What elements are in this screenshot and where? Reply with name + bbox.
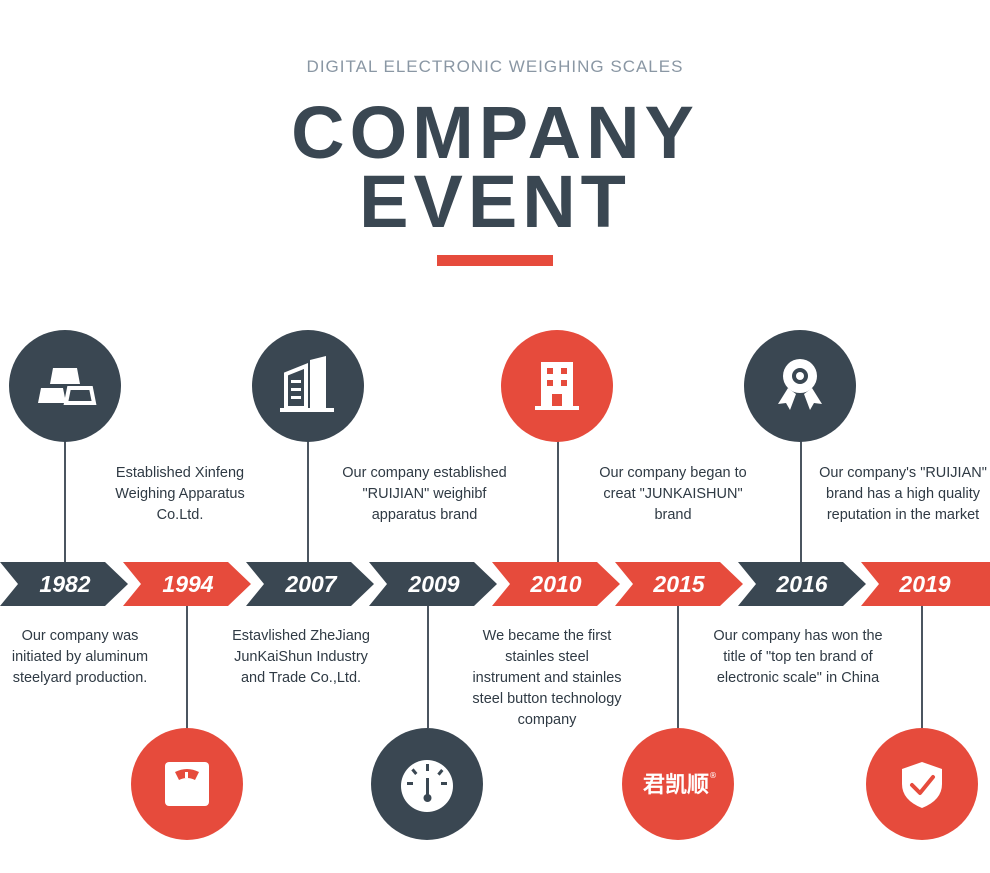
band-segment-2010 — [492, 562, 620, 606]
brand-logo-mark: ® — [709, 771, 717, 780]
brand-logo-icon: 君凯顺 ® — [643, 771, 717, 798]
shield-check-icon — [902, 762, 942, 808]
year-2019: 2019 — [899, 571, 951, 597]
event-circle-2010 — [501, 330, 613, 442]
year-2015: 2015 — [653, 571, 705, 597]
event-circle-1994 — [131, 728, 243, 840]
event-circle-2016 — [744, 330, 856, 442]
band-segment-2016 — [738, 562, 866, 606]
year-2007: 2007 — [285, 571, 337, 597]
year-2010: 2010 — [530, 571, 582, 597]
description-1994: Established Xinfeng Weighing Apparatus C… — [115, 465, 245, 523]
title-underline — [437, 255, 553, 266]
band-segment-2019 — [861, 562, 990, 606]
year-1994: 1994 — [162, 571, 214, 597]
event-circle-2007 — [252, 330, 364, 442]
stem-2010 — [557, 440, 559, 562]
band-segment-2015 — [615, 562, 743, 606]
award-badge-icon — [778, 359, 822, 410]
page-title-line1: COMPANY — [291, 91, 699, 174]
factory-building-icon — [535, 362, 579, 410]
description-2016: Our company has won the title of "top te… — [713, 628, 883, 686]
description-2007: Estavlished ZheJiang JunKaiShun Industry… — [232, 628, 370, 686]
description-2015: Our company began to creat "JUNKAISHUN" … — [599, 465, 747, 523]
stem-2019 — [921, 606, 923, 728]
description-2009: Our company established "RUIJIAN" weighi… — [342, 465, 507, 523]
gauge-icon — [401, 760, 453, 812]
band-segment-2009 — [369, 562, 497, 606]
stem-1982 — [64, 440, 66, 562]
event-circle-2009 — [371, 728, 483, 840]
year-2009: 2009 — [408, 571, 460, 597]
stem-2016 — [800, 440, 802, 562]
year-1982: 1982 — [39, 571, 91, 597]
description-1982: Our company was initiated by aluminum st… — [11, 628, 149, 686]
stem-2009 — [427, 606, 429, 728]
band-segment-1982 — [0, 562, 128, 606]
event-circle-2015: 君凯顺 ® — [622, 728, 734, 840]
aluminum-ingots-icon — [38, 368, 97, 405]
stem-2015 — [677, 606, 679, 728]
page-title-line2: EVENT — [359, 160, 631, 243]
band-segment-1994 — [123, 562, 251, 606]
timeline-band — [0, 562, 990, 606]
page-subtitle: DIGITAL ELECTRONIC WEIGHING SCALES — [306, 57, 684, 76]
event-circle-1982 — [9, 330, 121, 442]
description-2010: We became the first stainles steel instr… — [472, 628, 622, 728]
bathroom-scale-icon — [165, 762, 209, 806]
band-segment-2007 — [246, 562, 374, 606]
description-2019: Our company's "RUIJIAN" brand has a high… — [819, 465, 987, 523]
year-2016: 2016 — [776, 571, 828, 597]
stem-1994 — [186, 606, 188, 728]
stem-2007 — [307, 440, 309, 562]
brand-logo-text: 君凯顺 — [643, 773, 709, 798]
event-circle-2019 — [866, 728, 978, 840]
office-building-icon — [280, 356, 334, 412]
